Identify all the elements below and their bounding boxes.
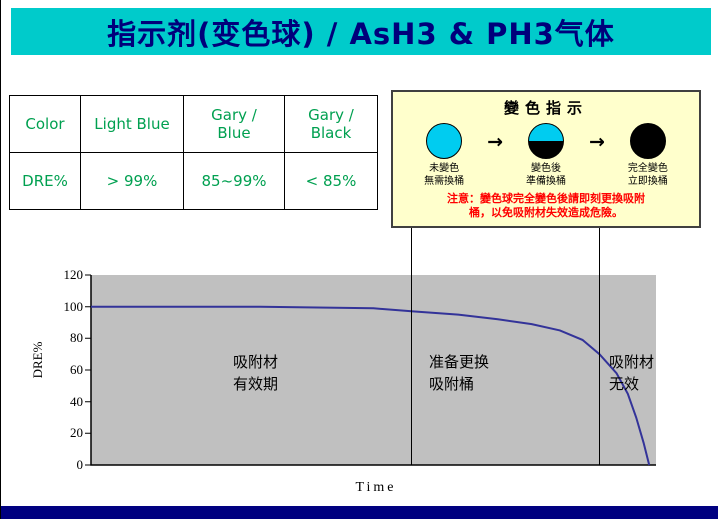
y-tick-label: 120 — [63, 267, 84, 282]
indicator-step: 未變色 無需換桶 — [407, 123, 481, 188]
arrow-right-icon: → — [589, 131, 605, 153]
dre-color-table: Color Light Blue Gary / Blue Gary / Blac… — [9, 95, 378, 210]
step-label: 完全變色 立即換桶 — [627, 163, 668, 187]
ball-unchanged-icon — [426, 123, 463, 159]
chart-y-axis-label: DRE% — [30, 341, 45, 379]
table-cell: Light Blue — [80, 95, 184, 153]
table-row: DRE% > 99% 85~99% < 85% — [9, 152, 378, 210]
step-label: 未變色 無需換桶 — [424, 163, 465, 187]
arrow-right-icon: → — [487, 131, 503, 153]
divider-line — [598, 228, 600, 465]
ball-partial-icon — [528, 123, 564, 159]
indicator-steps: 未變色 無需換桶 → 變色後 準備換桶 → 完全變色 立即換桶 — [393, 123, 699, 188]
y-tick-label: 60 — [70, 362, 83, 377]
table-cell: < 85% — [284, 152, 378, 210]
indicator-panel: 變色指示 未變色 無需換桶 → 變色後 準備換桶 → 完全變色 立即換桶 注意：… — [391, 90, 701, 228]
table-cell: > 99% — [80, 152, 184, 210]
axis-lines — [90, 275, 656, 466]
indicator-title: 變色指示 — [503, 99, 588, 117]
chart-svg — [85, 274, 656, 466]
table-cell: 85~99% — [183, 152, 285, 210]
table-cell: Color — [9, 95, 81, 153]
indicator-warning-note: 注意：變色球完全變色後請即刻更換吸附 桶，以免吸附材失效造成危險。 — [447, 192, 645, 220]
indicator-step: 變色後 準備換桶 — [509, 123, 583, 188]
plot-area — [91, 275, 656, 465]
table-cell: DRE% — [9, 152, 81, 210]
ball-changed-icon — [629, 123, 666, 159]
y-axis-ticks — [85, 274, 91, 466]
y-tick-label: 20 — [70, 425, 83, 440]
slide-title: 指示剂(变色球) / AsH3 & PH3气体 — [107, 16, 615, 51]
bottom-bar — [1, 506, 718, 519]
y-tick-label: 0 — [76, 457, 84, 472]
region-label: 准备更换 吸附桶 — [429, 353, 490, 393]
divider-line — [410, 228, 412, 465]
chart-x-axis-label: Time — [355, 480, 397, 495]
indicator-step: 完全變色 立即換桶 — [611, 123, 685, 188]
table-row: Color Light Blue Gary / Blue Gary / Blac… — [9, 95, 378, 153]
y-tick-label: 40 — [70, 394, 83, 409]
dre-curve — [91, 305, 651, 466]
region-label: 吸附材 无效 — [609, 353, 655, 393]
step-label: 變色後 準備換桶 — [526, 163, 566, 187]
table-cell: Gary / Blue — [183, 95, 285, 153]
y-tick-label: 100 — [63, 299, 84, 314]
table-cell: Gary / Black — [284, 95, 378, 153]
region-label: 吸附材 有效期 — [233, 353, 279, 393]
y-tick-label: 80 — [70, 330, 83, 345]
title-banner: 指示剂(变色球) / AsH3 & PH3气体 — [11, 8, 711, 55]
